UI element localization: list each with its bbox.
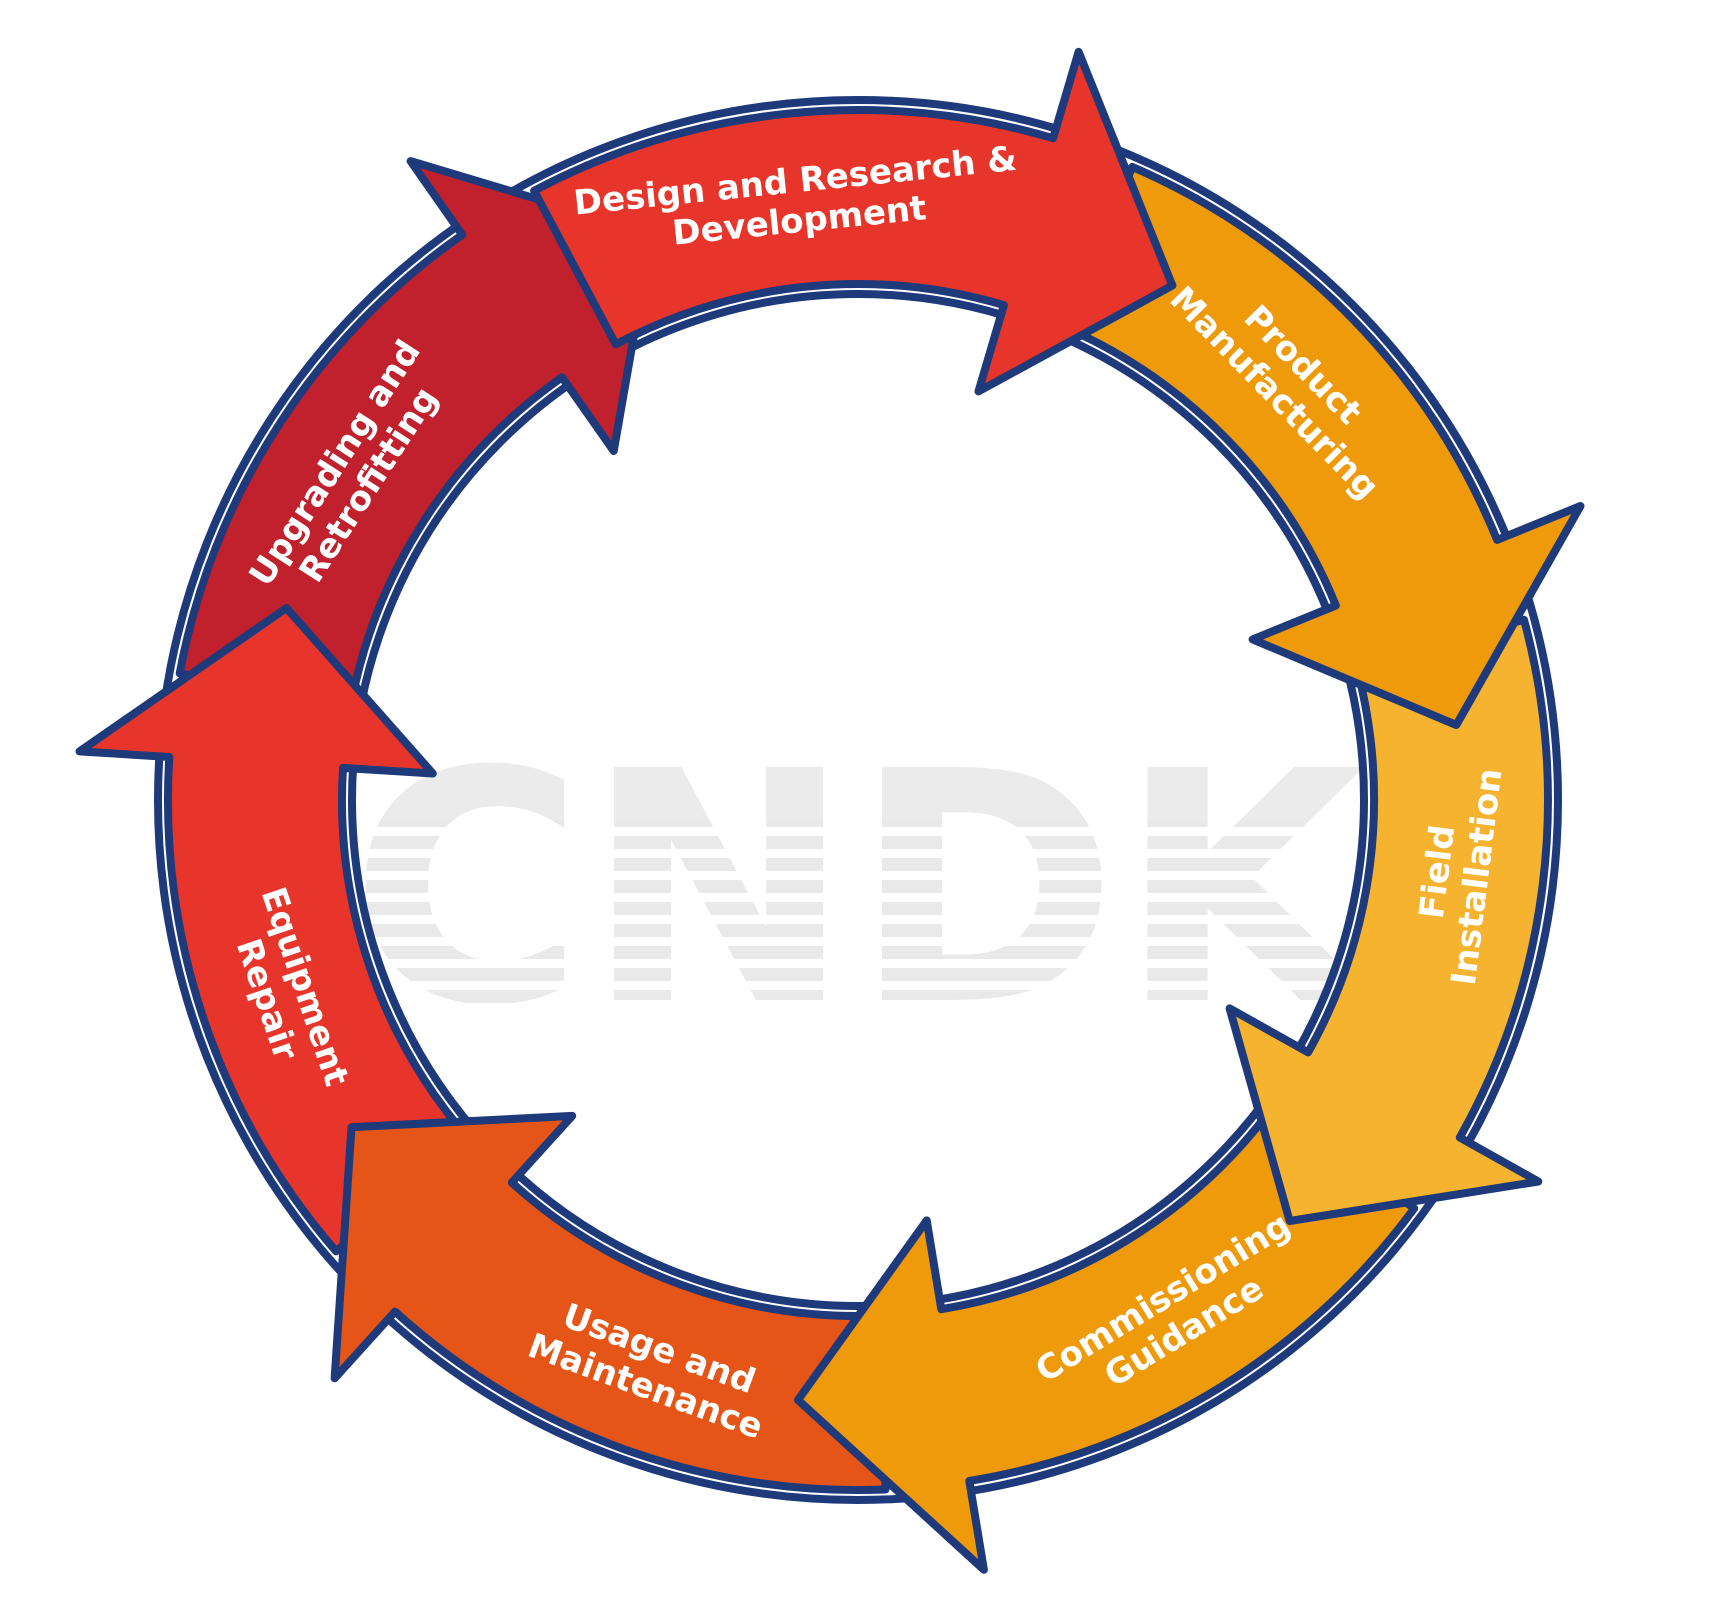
watermark-text: CNDK	[350, 704, 1378, 1076]
arrow-upgrading	[175, 157, 656, 710]
segment-maintenance: Usage andMaintenance	[330, 1111, 890, 1495]
watermark-text-striped: CNDK	[350, 704, 1378, 1076]
arrow-maintenance	[330, 1111, 890, 1495]
arrow-installation	[1225, 615, 1552, 1225]
arrow-repair	[75, 604, 472, 1256]
segment-installation: FieldInstallation	[1225, 615, 1552, 1225]
segment-repair: EquipmentRepair	[75, 604, 472, 1256]
segment-upgrading: Upgrading andRetrofitting	[175, 157, 656, 710]
arrow-commissioning	[794, 1101, 1419, 1574]
ring-outline-inner	[348, 290, 1368, 1310]
watermark: CNDK CNDK	[350, 704, 1378, 1076]
ring-outline-outer	[154, 96, 1562, 1504]
segment-design: Design and Research &Development	[530, 47, 1177, 396]
arrow-manufacturing	[1059, 162, 1585, 729]
segment-manufacturing: ProductManufacturing	[1059, 162, 1585, 729]
arrow-design	[530, 47, 1177, 396]
cycle-segments: Upgrading andRetrofittingEquipmentRepair…	[75, 47, 1585, 1574]
segment-commissioning: CommissioningGuidance	[794, 1101, 1419, 1574]
